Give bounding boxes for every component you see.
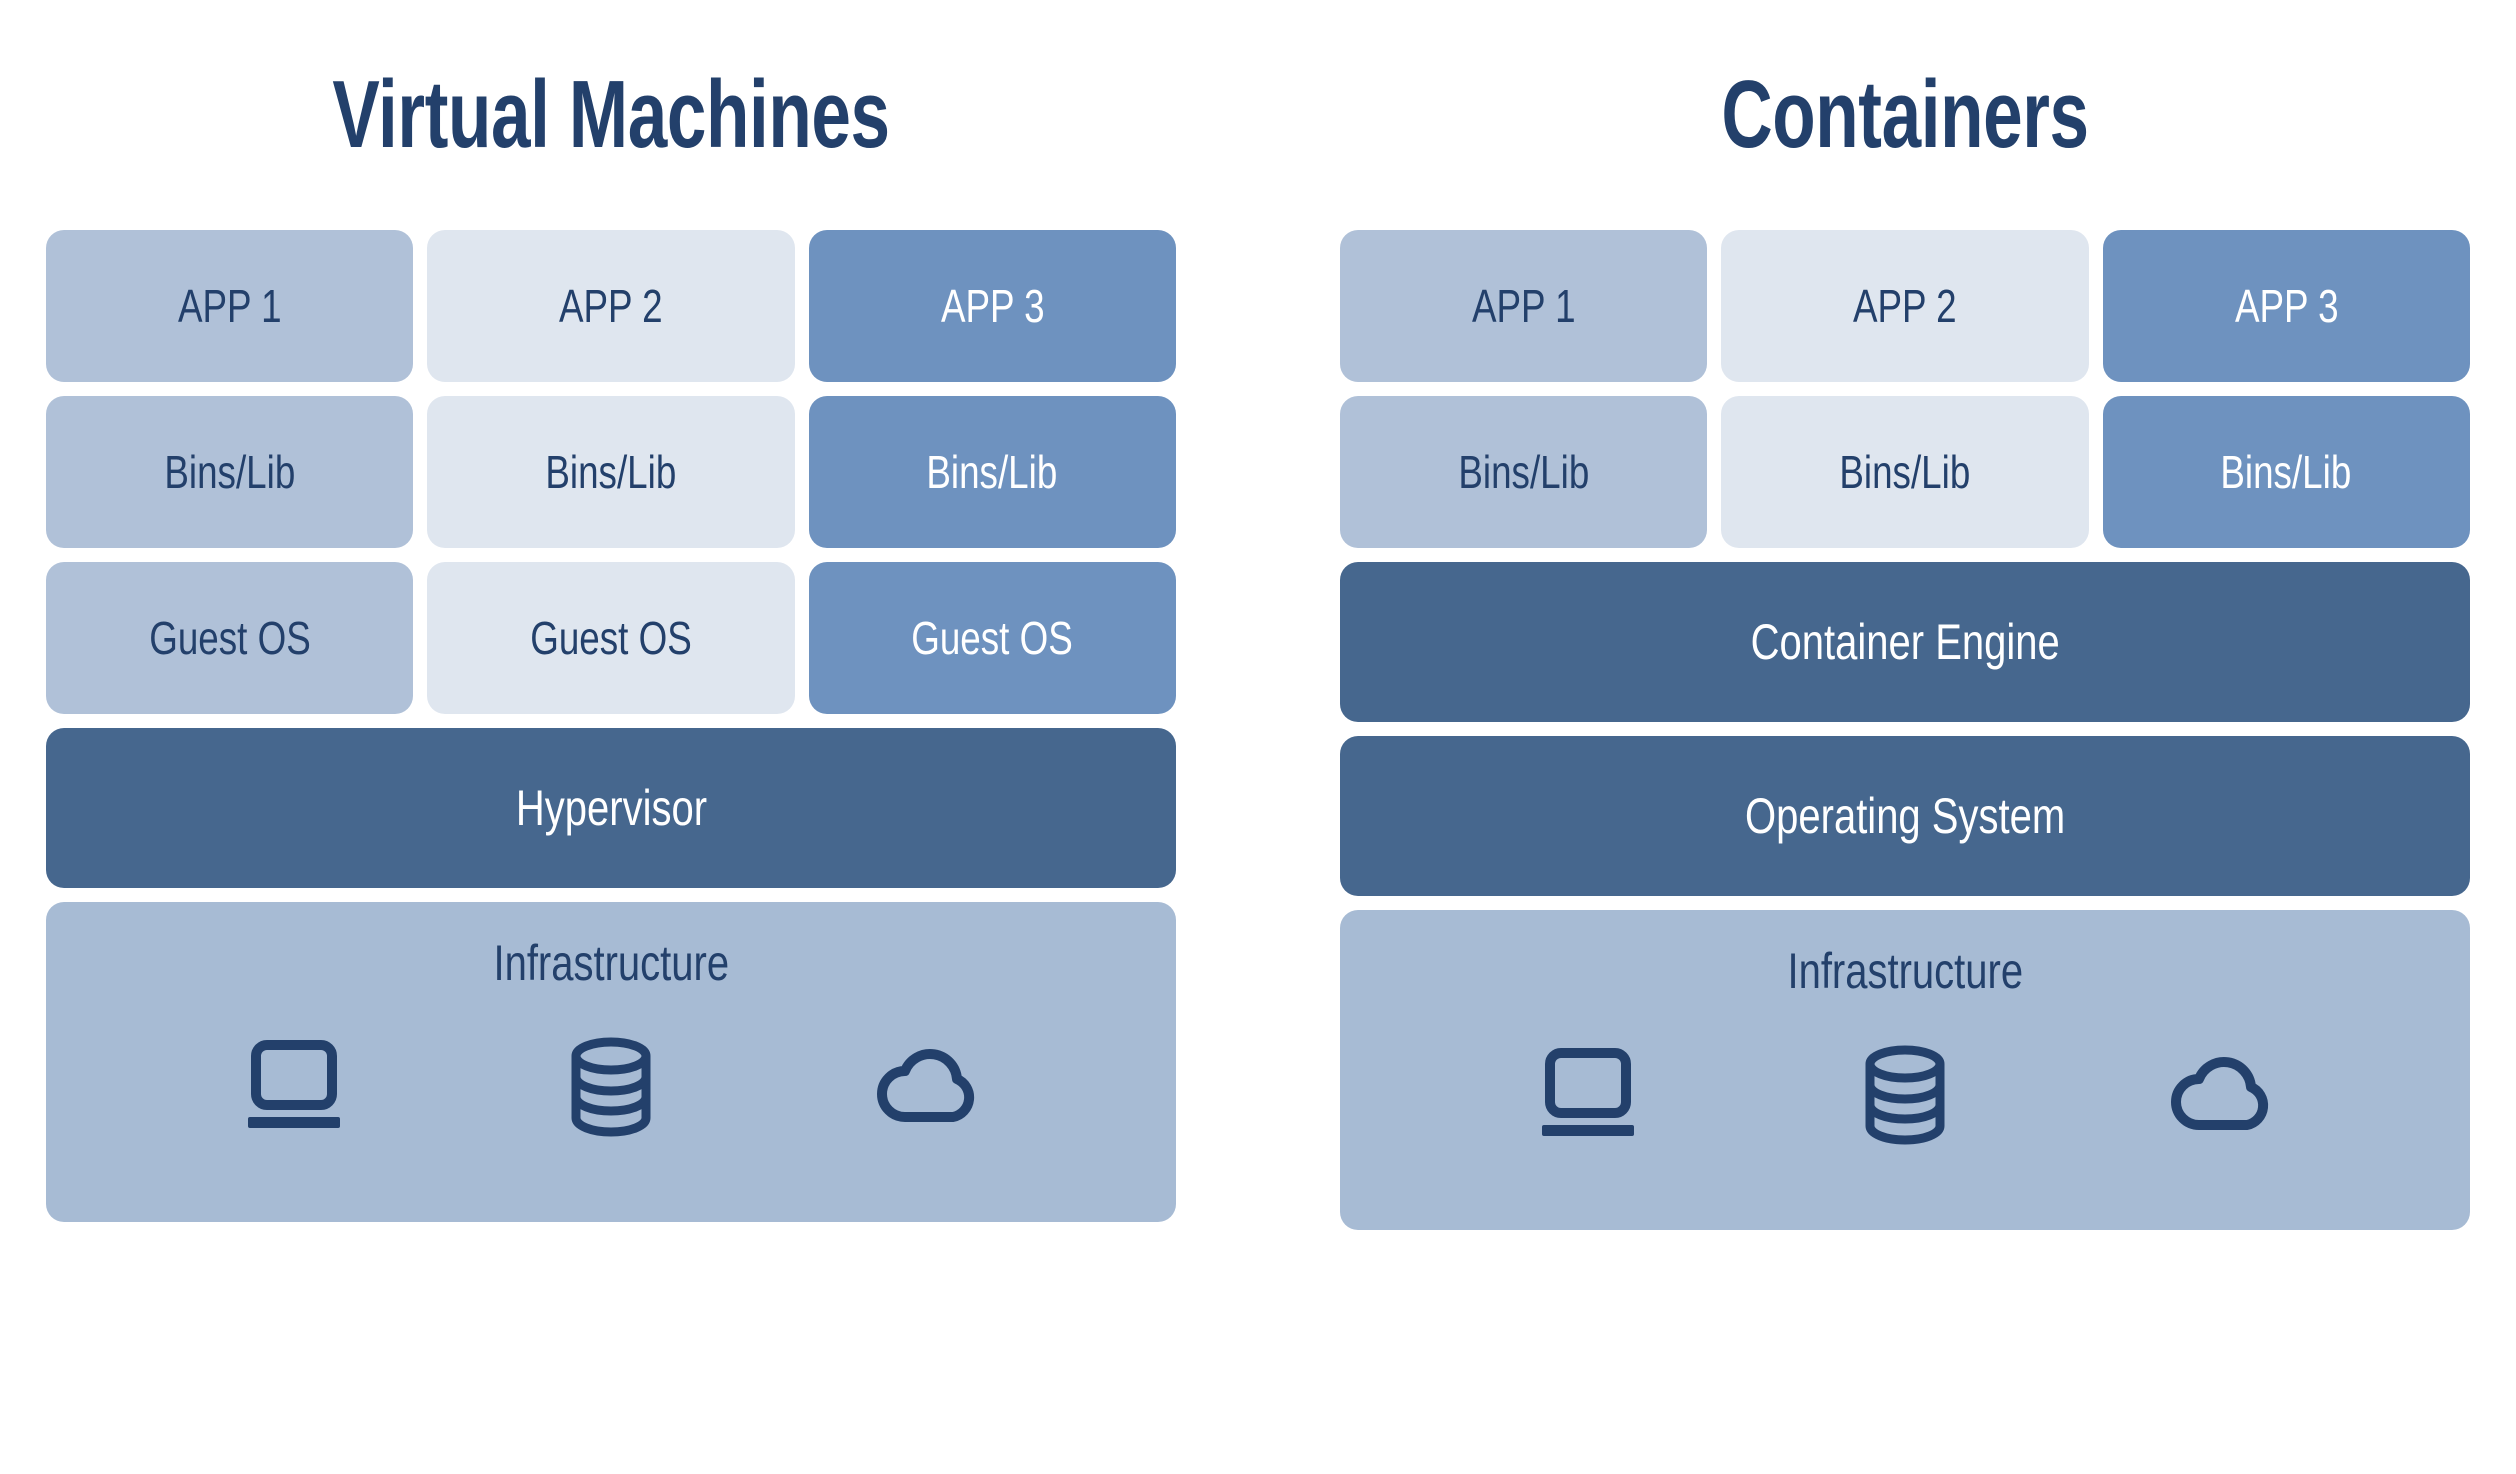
container-engine-label: Container Engine [1750,614,2060,670]
hypervisor-label: Hypervisor [515,780,707,836]
row-guest-os: Guest OS Guest OS Guest OS [46,562,1176,714]
vm-infrastructure-panel[interactable]: Infrastructure [46,902,1176,1222]
container-bins-lib-1-label: Bins/Lib [1458,446,1590,498]
container-bins-lib-3-box[interactable]: Bins/Lib [2102,396,2470,548]
vm-infrastructure-icons [46,1032,1176,1142]
operating-system-label: Operating System [1744,788,2066,844]
vm-guest-os-2-box[interactable]: Guest OS [427,562,795,714]
container-app-3-label: APP 3 [2234,280,2339,332]
container-app-3-box[interactable]: APP 3 [2102,230,2470,382]
container-app-2-box[interactable]: APP 2 [1721,230,2089,382]
container-infrastructure-icons [1340,1040,2470,1150]
hypervisor-bar[interactable]: Hypervisor [46,728,1176,888]
container-bins-lib-1-box[interactable]: Bins/Lib [1340,396,1708,548]
laptop-icon [1528,1040,1648,1150]
vm-bins-lib-3-box[interactable]: Bins/Lib [808,396,1176,548]
vm-guest-os-1-label: Guest OS [148,612,311,664]
container-infrastructure-label: Infrastructure [1787,943,2023,999]
vm-app-3-label: APP 3 [940,280,1045,332]
container-app-2-label: APP 2 [1853,280,1957,332]
vm-bins-lib-2-label: Bins/Lib [545,446,677,498]
cloud-icon [868,1032,988,1142]
vm-bins-lib-1-label: Bins/Lib [164,446,296,498]
vm-bins-lib-3-label: Bins/Lib [926,446,1058,498]
vm-bins-lib-1-box[interactable]: Bins/Lib [46,396,414,548]
container-bins-lib-2-box[interactable]: Bins/Lib [1721,396,2089,548]
vm-app-2-box[interactable]: APP 2 [427,230,795,382]
vm-guest-os-1-box[interactable]: Guest OS [46,562,414,714]
row-bins-lib: Bins/Lib Bins/Lib Bins/Lib [1340,396,2470,548]
stack-containers: APP 1 APP 2 APP 3 Bins/Lib Bins/Lib Bins… [1340,230,2470,1230]
row-bins-lib: Bins/Lib Bins/Lib Bins/Lib [46,396,1176,548]
vm-app-1-label: APP 1 [177,280,282,332]
cloud-icon [2162,1040,2282,1150]
vm-guest-os-3-box[interactable]: Guest OS [808,562,1176,714]
row-apps: APP 1 APP 2 APP 3 [1340,230,2470,382]
vm-app-2-label: APP 2 [559,280,663,332]
vm-infrastructure-label: Infrastructure [493,935,729,991]
column-virtual-machines: Virtual Machines APP 1 APP 2 APP 3 Bins/… [46,0,1176,1474]
page-title-containers: Containers [1721,61,2089,168]
vm-app-1-box[interactable]: APP 1 [46,230,414,382]
container-engine-bar[interactable]: Container Engine [1340,562,2470,722]
database-icon [1845,1040,1965,1150]
page-title-virtual-machines: Virtual Machines [332,61,890,168]
container-infrastructure-panel[interactable]: Infrastructure [1340,910,2470,1230]
vm-bins-lib-2-box[interactable]: Bins/Lib [427,396,795,548]
stack-virtual-machines: APP 1 APP 2 APP 3 Bins/Lib Bins/Lib Bins… [46,230,1176,1222]
container-bins-lib-2-label: Bins/Lib [1839,446,1971,498]
container-bins-lib-3-label: Bins/Lib [2220,446,2352,498]
container-app-1-box[interactable]: APP 1 [1340,230,1708,382]
operating-system-bar[interactable]: Operating System [1340,736,2470,896]
database-icon [551,1032,671,1142]
vm-guest-os-3-label: Guest OS [911,612,1074,664]
laptop-icon [234,1032,354,1142]
vm-guest-os-2-label: Guest OS [530,612,692,664]
column-containers: Containers APP 1 APP 2 APP 3 Bins/Lib Bi [1340,0,2470,1474]
container-app-1-label: APP 1 [1471,280,1576,332]
row-apps: APP 1 APP 2 APP 3 [46,230,1176,382]
vm-app-3-box[interactable]: APP 3 [808,230,1176,382]
